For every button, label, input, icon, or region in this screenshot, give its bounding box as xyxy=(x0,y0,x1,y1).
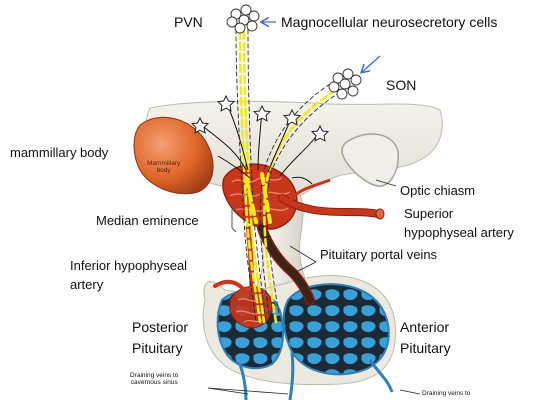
star-terminal-icon xyxy=(282,108,302,126)
star-terminal-icon xyxy=(190,116,210,134)
star-terminal-icon xyxy=(216,94,236,112)
label-draining-veins-right: Draining veins to xyxy=(422,390,471,397)
draining-vein-left xyxy=(238,363,248,400)
axon-pvn-2 xyxy=(242,30,266,324)
label-son: SON xyxy=(386,77,417,93)
label-optic-chiasm: Optic chiasm xyxy=(400,183,476,198)
neuron-soma-icon xyxy=(328,68,362,100)
label-inferior-hypophyseal-artery: Inferior hypophyseal artery xyxy=(70,258,188,292)
draining-vein-right xyxy=(368,359,394,393)
anterior-pituitary-bed xyxy=(282,283,390,376)
label-superior-hypophyseal-artery: Superior hypophyseal artery xyxy=(404,206,514,240)
label-median-eminence: Median eminence xyxy=(96,213,199,228)
star-terminal-icon xyxy=(252,104,272,122)
label-draining-veins-left: Draining veins to cavernous sinus xyxy=(130,372,179,387)
star-terminal-icons xyxy=(190,94,330,142)
arrow-icon xyxy=(362,55,381,72)
label-pituitary-portal-veins: Pituitary portal veins xyxy=(320,247,438,262)
inferior-hypophyseal-artery xyxy=(213,279,248,294)
neuron-soma-icon xyxy=(226,4,260,34)
draining-vein-center xyxy=(288,351,295,400)
label-pvn: PVN xyxy=(174,14,203,30)
star-terminal-icon xyxy=(310,124,330,142)
optic-chiasm-shape xyxy=(341,133,399,187)
axon-pvn-1 xyxy=(238,30,262,324)
label-mammillary-inner: Mammillary body xyxy=(147,160,181,175)
label-magnocellular-cells: Magnocellular neurosecretory cells xyxy=(281,14,498,30)
label-mammillary-body: mammillary body xyxy=(10,145,109,160)
label-anterior-pituitary: Anterior Pituitary xyxy=(400,319,451,356)
mammillary-body-shape xyxy=(133,116,214,195)
label-posterior-pituitary: Posterior Pituitary xyxy=(132,319,189,356)
median-eminence-bracket xyxy=(231,205,237,233)
